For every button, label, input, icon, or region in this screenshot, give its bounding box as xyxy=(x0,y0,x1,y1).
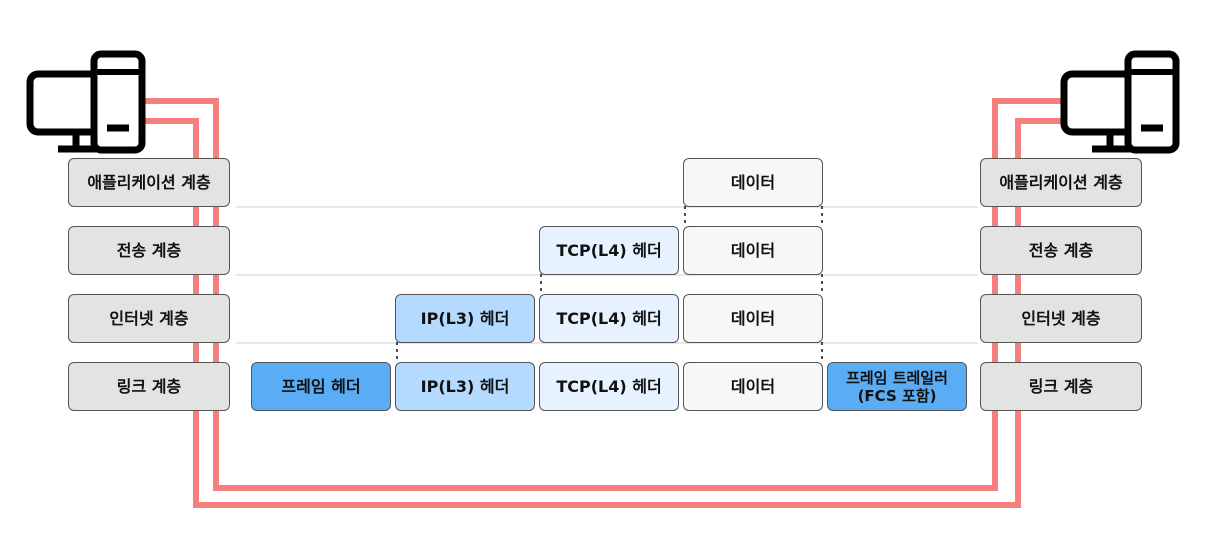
right-transport-layer: 전송 계층 xyxy=(980,226,1142,275)
internet-data: 데이터 xyxy=(683,294,823,343)
frame-trailer-fcs-note: (FCS 포함) xyxy=(857,386,937,405)
right-link-layer: 링크 계층 xyxy=(980,362,1142,411)
left-link-layer: 링크 계층 xyxy=(68,362,230,411)
internet-ip-header: IP(L3) 헤더 xyxy=(395,294,535,343)
transport-data: 데이터 xyxy=(683,226,823,275)
frame-trailer-title: 프레임 트레일러 xyxy=(846,368,948,387)
application-data: 데이터 xyxy=(683,158,823,207)
left-internet-layer: 인터넷 계층 xyxy=(68,294,230,343)
transport-tcp-header: TCP(L4) 헤더 xyxy=(539,226,679,275)
left-application-layer: 애플리케이션 계층 xyxy=(68,158,230,207)
link-frame-trailer: 프레임 트레일러 (FCS 포함) xyxy=(827,362,967,411)
link-tcp-header: TCP(L4) 헤더 xyxy=(539,362,679,411)
link-data: 데이터 xyxy=(683,362,823,411)
link-ip-header: IP(L3) 헤더 xyxy=(395,362,535,411)
desktop-computer-icon xyxy=(26,50,146,154)
right-application-layer: 애플리케이션 계층 xyxy=(980,158,1142,207)
desktop-computer-icon xyxy=(1060,50,1180,154)
right-internet-layer: 인터넷 계층 xyxy=(980,294,1142,343)
left-transport-layer: 전송 계층 xyxy=(68,226,230,275)
link-frame-header: 프레임 헤더 xyxy=(251,362,391,411)
internet-tcp-header: TCP(L4) 헤더 xyxy=(539,294,679,343)
